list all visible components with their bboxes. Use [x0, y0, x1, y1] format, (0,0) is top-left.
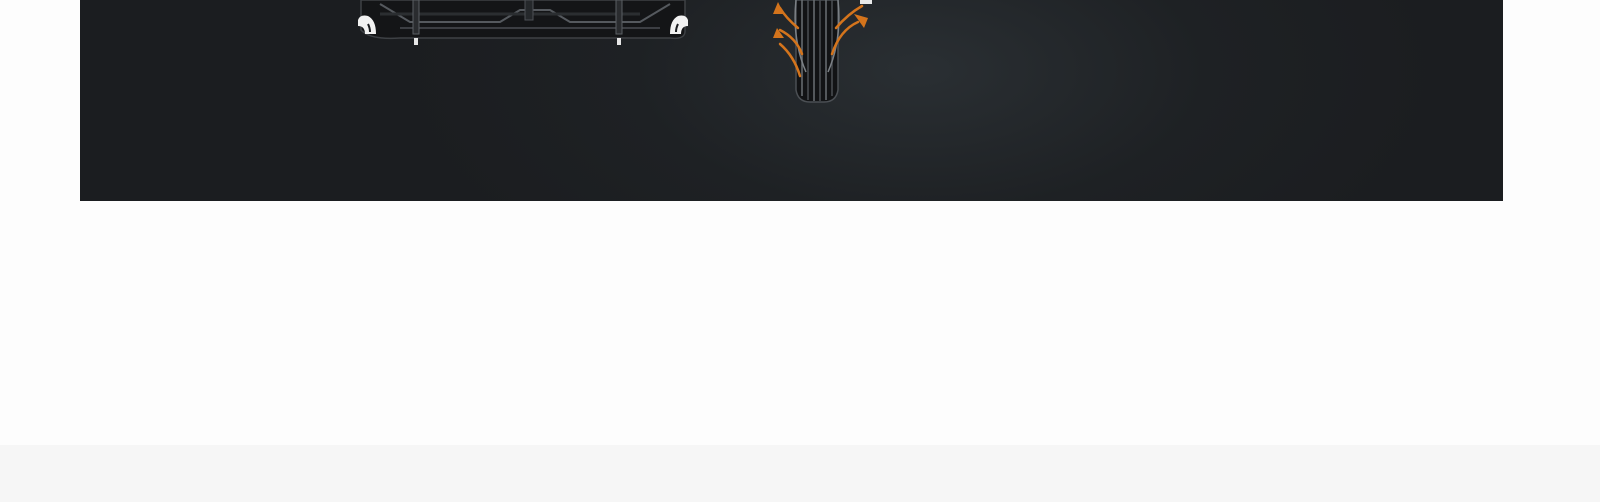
- heat-sink-airflow-illustration: [773, 0, 872, 103]
- chassis-part-illustration: [358, 0, 688, 45]
- hero-illustration: [358, 0, 872, 103]
- footer-strip: [0, 445, 1600, 502]
- hero-banner-image: [80, 0, 1503, 201]
